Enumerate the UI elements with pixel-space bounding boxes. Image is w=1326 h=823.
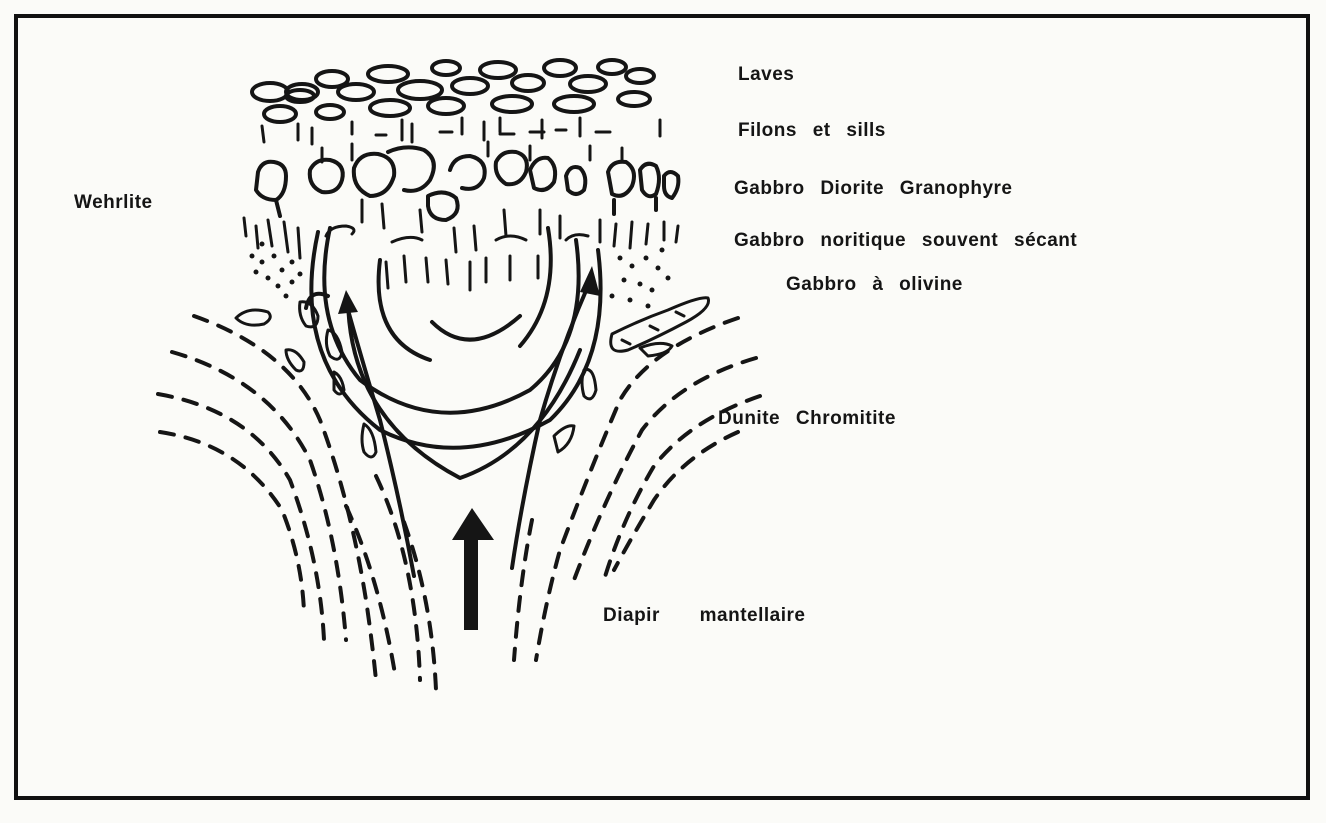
gabbro-diorite-granophyre-blobs	[256, 147, 678, 220]
dashed-mantle-lines	[158, 316, 760, 690]
label-gabbro-a-olivine: Gabbro à olivine	[786, 274, 963, 296]
label-gabbro-diorite-granophyre: Gabbro Diorite Granophyre	[734, 178, 1012, 200]
label-wehrlite: Wehrlite	[74, 192, 153, 214]
layered-bowl-curves	[311, 228, 600, 478]
label-laves: Laves	[738, 64, 794, 86]
label-filons-et-sills: Filons et sills	[738, 120, 886, 142]
label-diapir-mantellaire: Diapir mantellaire	[603, 605, 805, 627]
pillow-lavas	[252, 60, 654, 122]
label-gabbro-noritique: Gabbro noritique souvent sécant	[734, 230, 1077, 252]
central-diapir-arrow	[452, 508, 494, 630]
label-dunite-chromitite: Dunite Chromitite	[718, 408, 896, 430]
